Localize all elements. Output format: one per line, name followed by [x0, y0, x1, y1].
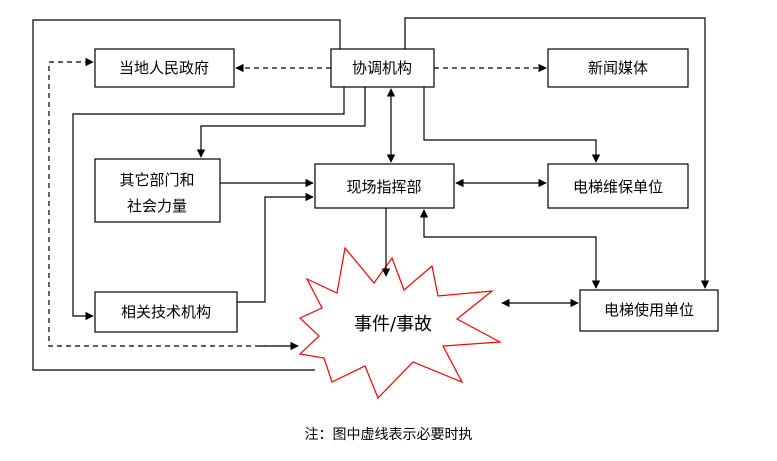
edge-technical-to-onsite	[237, 192, 314, 303]
label-news-media: 新闻媒体	[588, 59, 648, 77]
footnote: 注：图中虚线表示必要时执	[304, 427, 473, 443]
edge-coord-to-user	[404, 17, 710, 289]
box-other-departments	[94, 158, 221, 223]
label-incident: 事件/事故	[354, 314, 432, 335]
label-other-departments-1: 其它部门和	[119, 171, 194, 189]
edge-coord-to-other-departments	[196, 87, 366, 158]
label-local-government: 当地人民政府	[119, 59, 209, 77]
edge-coord-outer-loop	[32, 19, 341, 371]
label-elevator-maintenance: 电梯维保单位	[573, 178, 663, 196]
box-coordination	[330, 48, 435, 88]
edge-coord-to-technical	[72, 87, 345, 321]
box-onsite-command	[314, 163, 455, 209]
box-elevator-user	[579, 289, 719, 332]
edge-dashed-to-government	[48, 57, 296, 347]
edge-onsite-user	[419, 209, 601, 289]
box-technical-agencies	[94, 291, 238, 333]
label-onsite-command: 现场指挥部	[346, 178, 421, 196]
label-other-departments-2: 社会力量	[127, 197, 187, 215]
box-elevator-maintenance	[547, 163, 689, 209]
label-elevator-user: 电梯使用单位	[604, 301, 694, 319]
label-technical-agencies: 相关技术机构	[121, 303, 211, 321]
label-coordination: 协调机构	[352, 59, 412, 77]
edge-coord-to-maintenance	[423, 87, 601, 163]
box-local-government	[94, 48, 235, 88]
box-news-media	[547, 48, 689, 88]
